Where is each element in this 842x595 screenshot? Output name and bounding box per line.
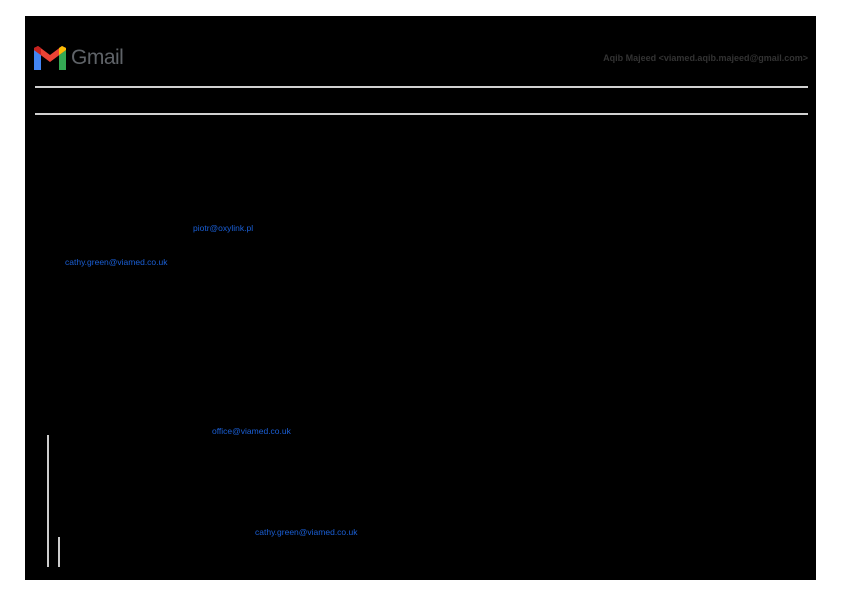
divider [35, 113, 808, 115]
email-link[interactable]: office@viamed.co.uk [212, 426, 291, 436]
gmail-m-icon [34, 46, 66, 70]
gmail-logo: Gmail [34, 46, 124, 70]
account-name: Aqib Majeed <viamed.aqib.majeed@gmail.co… [603, 53, 808, 63]
email-link[interactable]: cathy.green@viamed.co.uk [65, 257, 168, 267]
email-link[interactable]: cathy.green@viamed.co.uk [255, 527, 358, 537]
quote-bar [47, 435, 49, 567]
email-link[interactable]: piotr@oxylink.pl [193, 223, 254, 233]
divider [35, 86, 808, 88]
gmail-logo-text: Gmail [71, 46, 124, 69]
quote-bar [58, 537, 60, 567]
printed-email-page: Gmail Aqib Majeed <viamed.aqib.majeed@gm… [25, 16, 816, 580]
